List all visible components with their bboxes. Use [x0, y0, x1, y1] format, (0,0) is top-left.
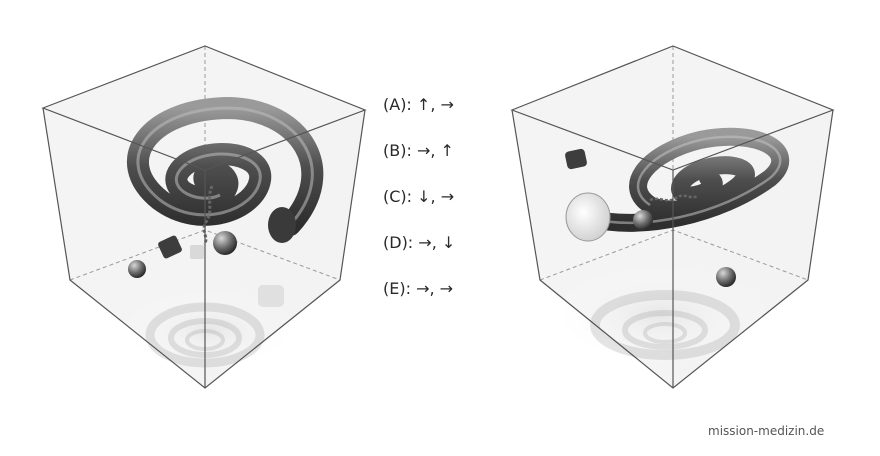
- left-spiral-end: [268, 207, 296, 243]
- answer-option-e[interactable]: (E): →, →: [383, 279, 454, 298]
- left-cube-ball-large: [213, 231, 237, 255]
- left-cube-small-block: [158, 235, 182, 259]
- answer-option-a[interactable]: (A): ↑, →: [383, 95, 454, 114]
- answer-options: (A): ↑, → (B): →, ↑ (C): ↓, → (D): →, ↓ …: [383, 94, 455, 324]
- right-floor-reflection: [550, 265, 770, 365]
- left-floor-reflection: [120, 290, 300, 370]
- answer-option-b[interactable]: (B): →, ↑: [383, 141, 454, 160]
- left-cube-ball-small: [128, 260, 146, 278]
- right-cube-ball-small: [716, 267, 736, 287]
- right-spiral-open-end: [565, 192, 611, 242]
- right-cube-ball-middle: [633, 210, 653, 230]
- source-credit: mission-medizin.de: [708, 424, 825, 438]
- answer-option-c[interactable]: (C): ↓, →: [383, 187, 455, 206]
- left-spiral: [127, 97, 324, 246]
- left-cube: [41, 45, 367, 389]
- right-cube: [510, 45, 835, 389]
- right-cube-small-block: [565, 148, 587, 170]
- left-cube-light-block: [190, 245, 204, 259]
- answer-option-d[interactable]: (D): →, ↓: [383, 233, 456, 252]
